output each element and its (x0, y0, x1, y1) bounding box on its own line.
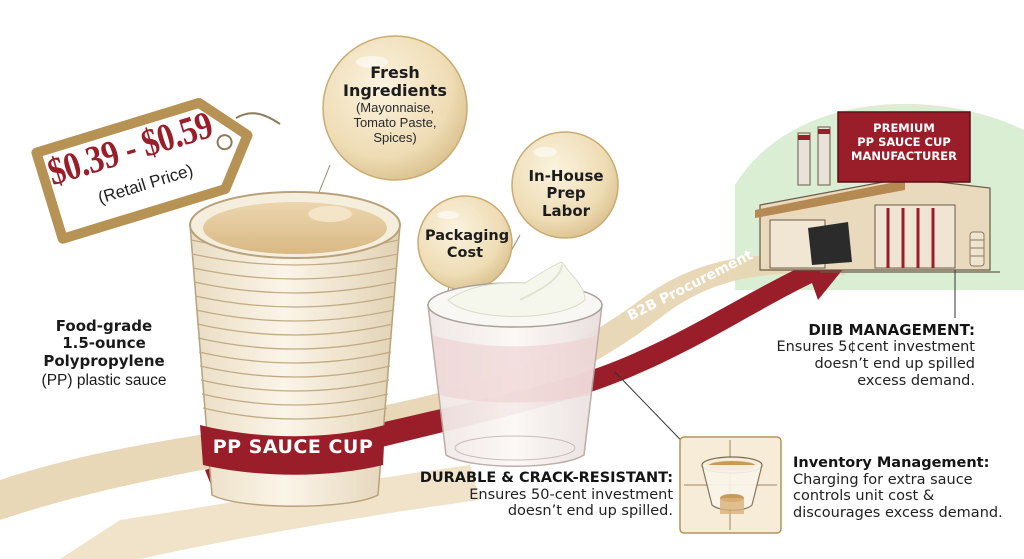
management-title: DIIB MANAGEMENT: (808, 321, 975, 339)
inventory-line-2: controls unit cost & (793, 488, 935, 505)
cup-band-label: PP SAUCE CUP (212, 436, 374, 458)
material-line-4: (PP) plastic sauce (41, 371, 167, 389)
factory-sign-line-2: PP SAUCE CUP (857, 134, 951, 149)
material-line-2: 1.5-ounce (62, 334, 146, 353)
fresh-ingredients-detail-1: (Mayonnaise, (355, 99, 435, 115)
durability-line-1: Ensures 50-cent investment (469, 486, 673, 503)
management-line-1: Ensures 5¢cent investment (776, 339, 975, 356)
clear-sauce-cup (427, 261, 603, 467)
fresh-ingredients-label: Fresh Ingredients (Mayonnaise, Tomato Pa… (333, 63, 457, 146)
inventory-inset (679, 436, 782, 534)
bubble-prep-labor (511, 131, 619, 239)
packaging-cost-title: Packaging Cost (425, 228, 510, 261)
bubble-fresh-ingredients (322, 35, 468, 181)
durability-note: DURABLE & CRACK-RESISTANT: Ensures 50-ce… (413, 470, 673, 520)
factory (755, 111, 1000, 273)
fresh-ingredients-detail-2: Tomato Paste, (353, 114, 437, 130)
management-line-2: doesn’t end up spilled (814, 355, 975, 372)
inventory-note: Inventory Management: Charging for extra… (793, 455, 1018, 522)
inventory-title: Inventory Management: (793, 455, 990, 471)
factory-sign: PREMIUM PP SAUCE CUP MANUFACTURER (838, 121, 970, 163)
durability-line-2: doesn’t end up spilled. (507, 503, 673, 520)
packaging-cost-label: Packaging Cost (425, 228, 510, 261)
cup-stack (189, 191, 401, 507)
inventory-line-1: Charging for extra sauce (793, 471, 973, 488)
material-line-3: Polypropylene (43, 351, 165, 370)
cup-band (200, 425, 385, 475)
price-tag (31, 97, 281, 244)
fresh-ingredients-title: Fresh Ingredients (343, 63, 447, 101)
management-line-3: excess demand. (857, 372, 975, 389)
material-description: Food-grade 1.5-ounce Polypropylene (PP) … (24, 317, 184, 390)
management-note: DIIB MANAGEMENT: Ensures 5¢cent investme… (760, 321, 975, 389)
durability-title: DURABLE & CRACK-RESISTANT: (419, 470, 673, 486)
material-line-1: Food-grade (55, 317, 153, 335)
factory-sign-line-1: PREMIUM (873, 121, 935, 135)
prep-labor-label: In-House Prep Labor (520, 167, 612, 220)
prep-labor-title: In-House Prep Labor (528, 167, 604, 220)
factory-sign-line-3: MANUFACTURER (851, 148, 957, 163)
fresh-ingredients-detail-3: Spices) (373, 129, 417, 145)
inventory-line-3: discourages excess demand. (793, 505, 1003, 522)
